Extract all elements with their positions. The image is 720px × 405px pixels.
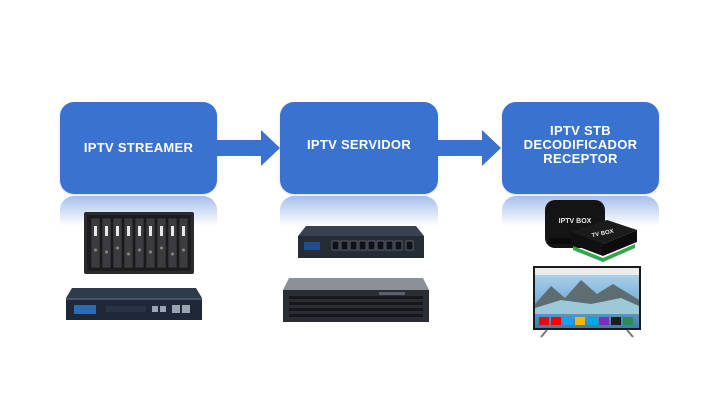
iptv-stb-label-line3: RECEPTOR [543, 151, 618, 166]
streamer-chassis-image [84, 212, 194, 274]
iptv-box-text: IPTV BOX [559, 218, 592, 225]
iptv-streamer-label: IPTV STREAMER [83, 140, 194, 155]
arrow-right-icon [217, 130, 280, 166]
streamer-encoder-image [66, 288, 202, 320]
rack-server-image [283, 278, 429, 322]
tv-box-text: TV BOX [591, 229, 614, 240]
iptv-stb-label-line2: DECODIFICADOR [523, 137, 638, 152]
network-switch-image [298, 226, 424, 258]
iptv-streamer-box: IPTV STREAMER [60, 102, 217, 194]
iptv-servidor-label: IPTV SERVIDOR [306, 137, 412, 152]
iptv-stb-box: IPTV STB DECODIFICADOR RECEPTOR [502, 102, 659, 194]
smart-tv-image [533, 266, 641, 338]
tv-box-image: TV BOX [571, 220, 637, 262]
arrow-right-icon [438, 130, 501, 166]
servidor-reflection [280, 196, 438, 226]
iptv-stb-label-line1: IPTV STB [550, 123, 611, 138]
iptv-servidor-box: IPTV SERVIDOR [280, 102, 438, 194]
